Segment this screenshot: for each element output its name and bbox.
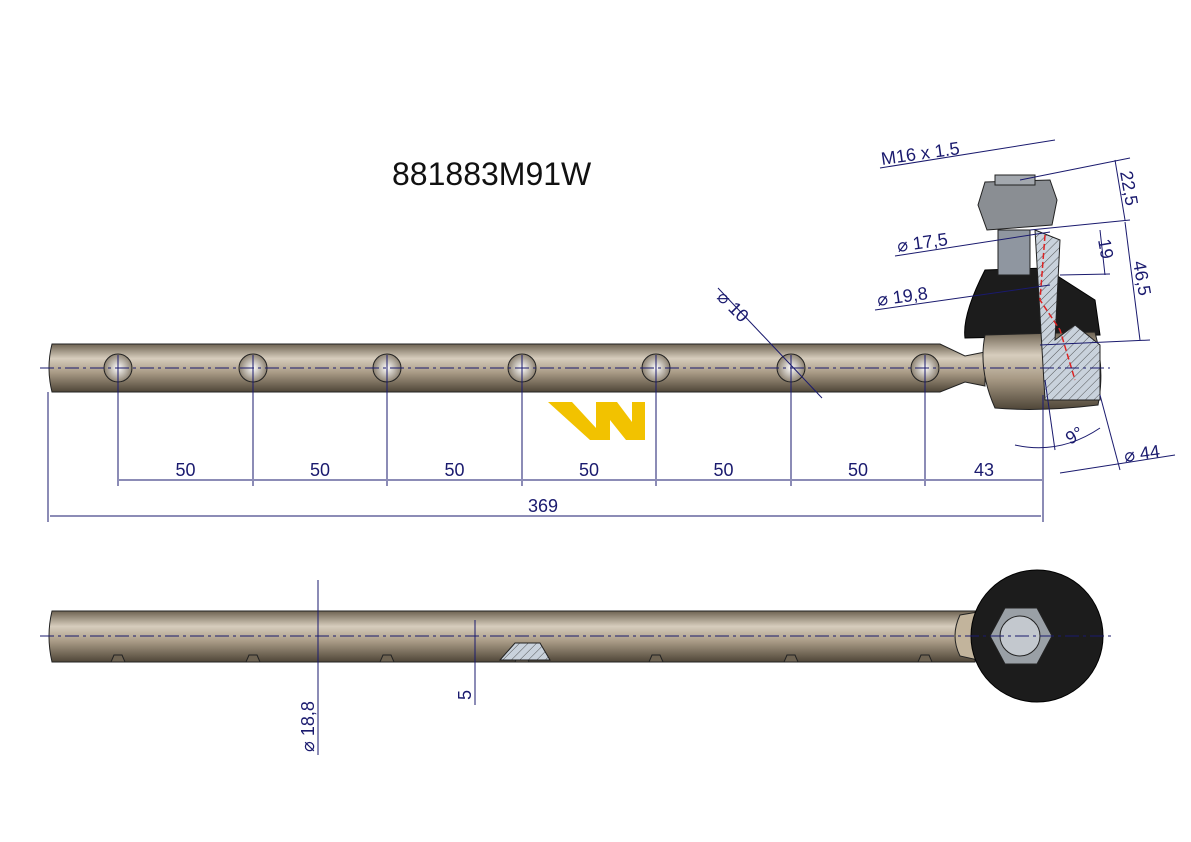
side-notch [110,654,126,663]
spacing-label: 50 [579,460,599,480]
top-view: 50 50 50 50 50 50 43 369 ⌀ 10 M16 x 1.5 22,5 1… [40,138,1176,522]
brand-logo-icon [548,402,645,440]
tie-rod-side [48,610,976,663]
spacing-label: 50 [445,460,465,480]
side-notch [648,654,664,663]
notch-depth-label: 5 [455,690,475,700]
dim-19-label: 19 [1094,237,1117,260]
stud-tip [994,174,1036,186]
spacing-label: 43 [974,460,994,480]
thread-label: M16 x 1.5 [880,138,961,169]
part-number-title: 881883M91W [392,156,592,192]
rod-diameter-label: ⌀ 18,8 [298,701,318,752]
side-notch [245,654,261,663]
side-view: ⌀ 18,8 5 [40,569,1115,755]
spacing-label: 50 [714,460,734,480]
total-length-label: 369 [528,496,558,516]
notch-section [498,642,551,661]
section-cut [1034,229,1101,401]
castle-nut [977,179,1058,231]
section-contour [1039,234,1076,381]
spacing-label: 50 [310,460,330,480]
spacing-label: 50 [848,460,868,480]
dia-17-5-label: ⌀ 17,5 [896,229,949,256]
dia-19-8-label: ⌀ 19,8 [876,283,929,310]
rubber-boot [964,267,1101,339]
hole-diameter-label: ⌀ 10 [713,287,752,326]
side-notch [917,654,933,663]
dim-46-5-label: 46,5 [1129,259,1155,297]
dia-44-label: ⌀ 44 [1123,441,1161,466]
spacing-label: 50 [176,460,196,480]
side-notch [783,654,799,663]
side-notch [379,654,395,663]
dim-22-5-label: 22,5 [1116,169,1142,207]
stud [997,229,1031,276]
